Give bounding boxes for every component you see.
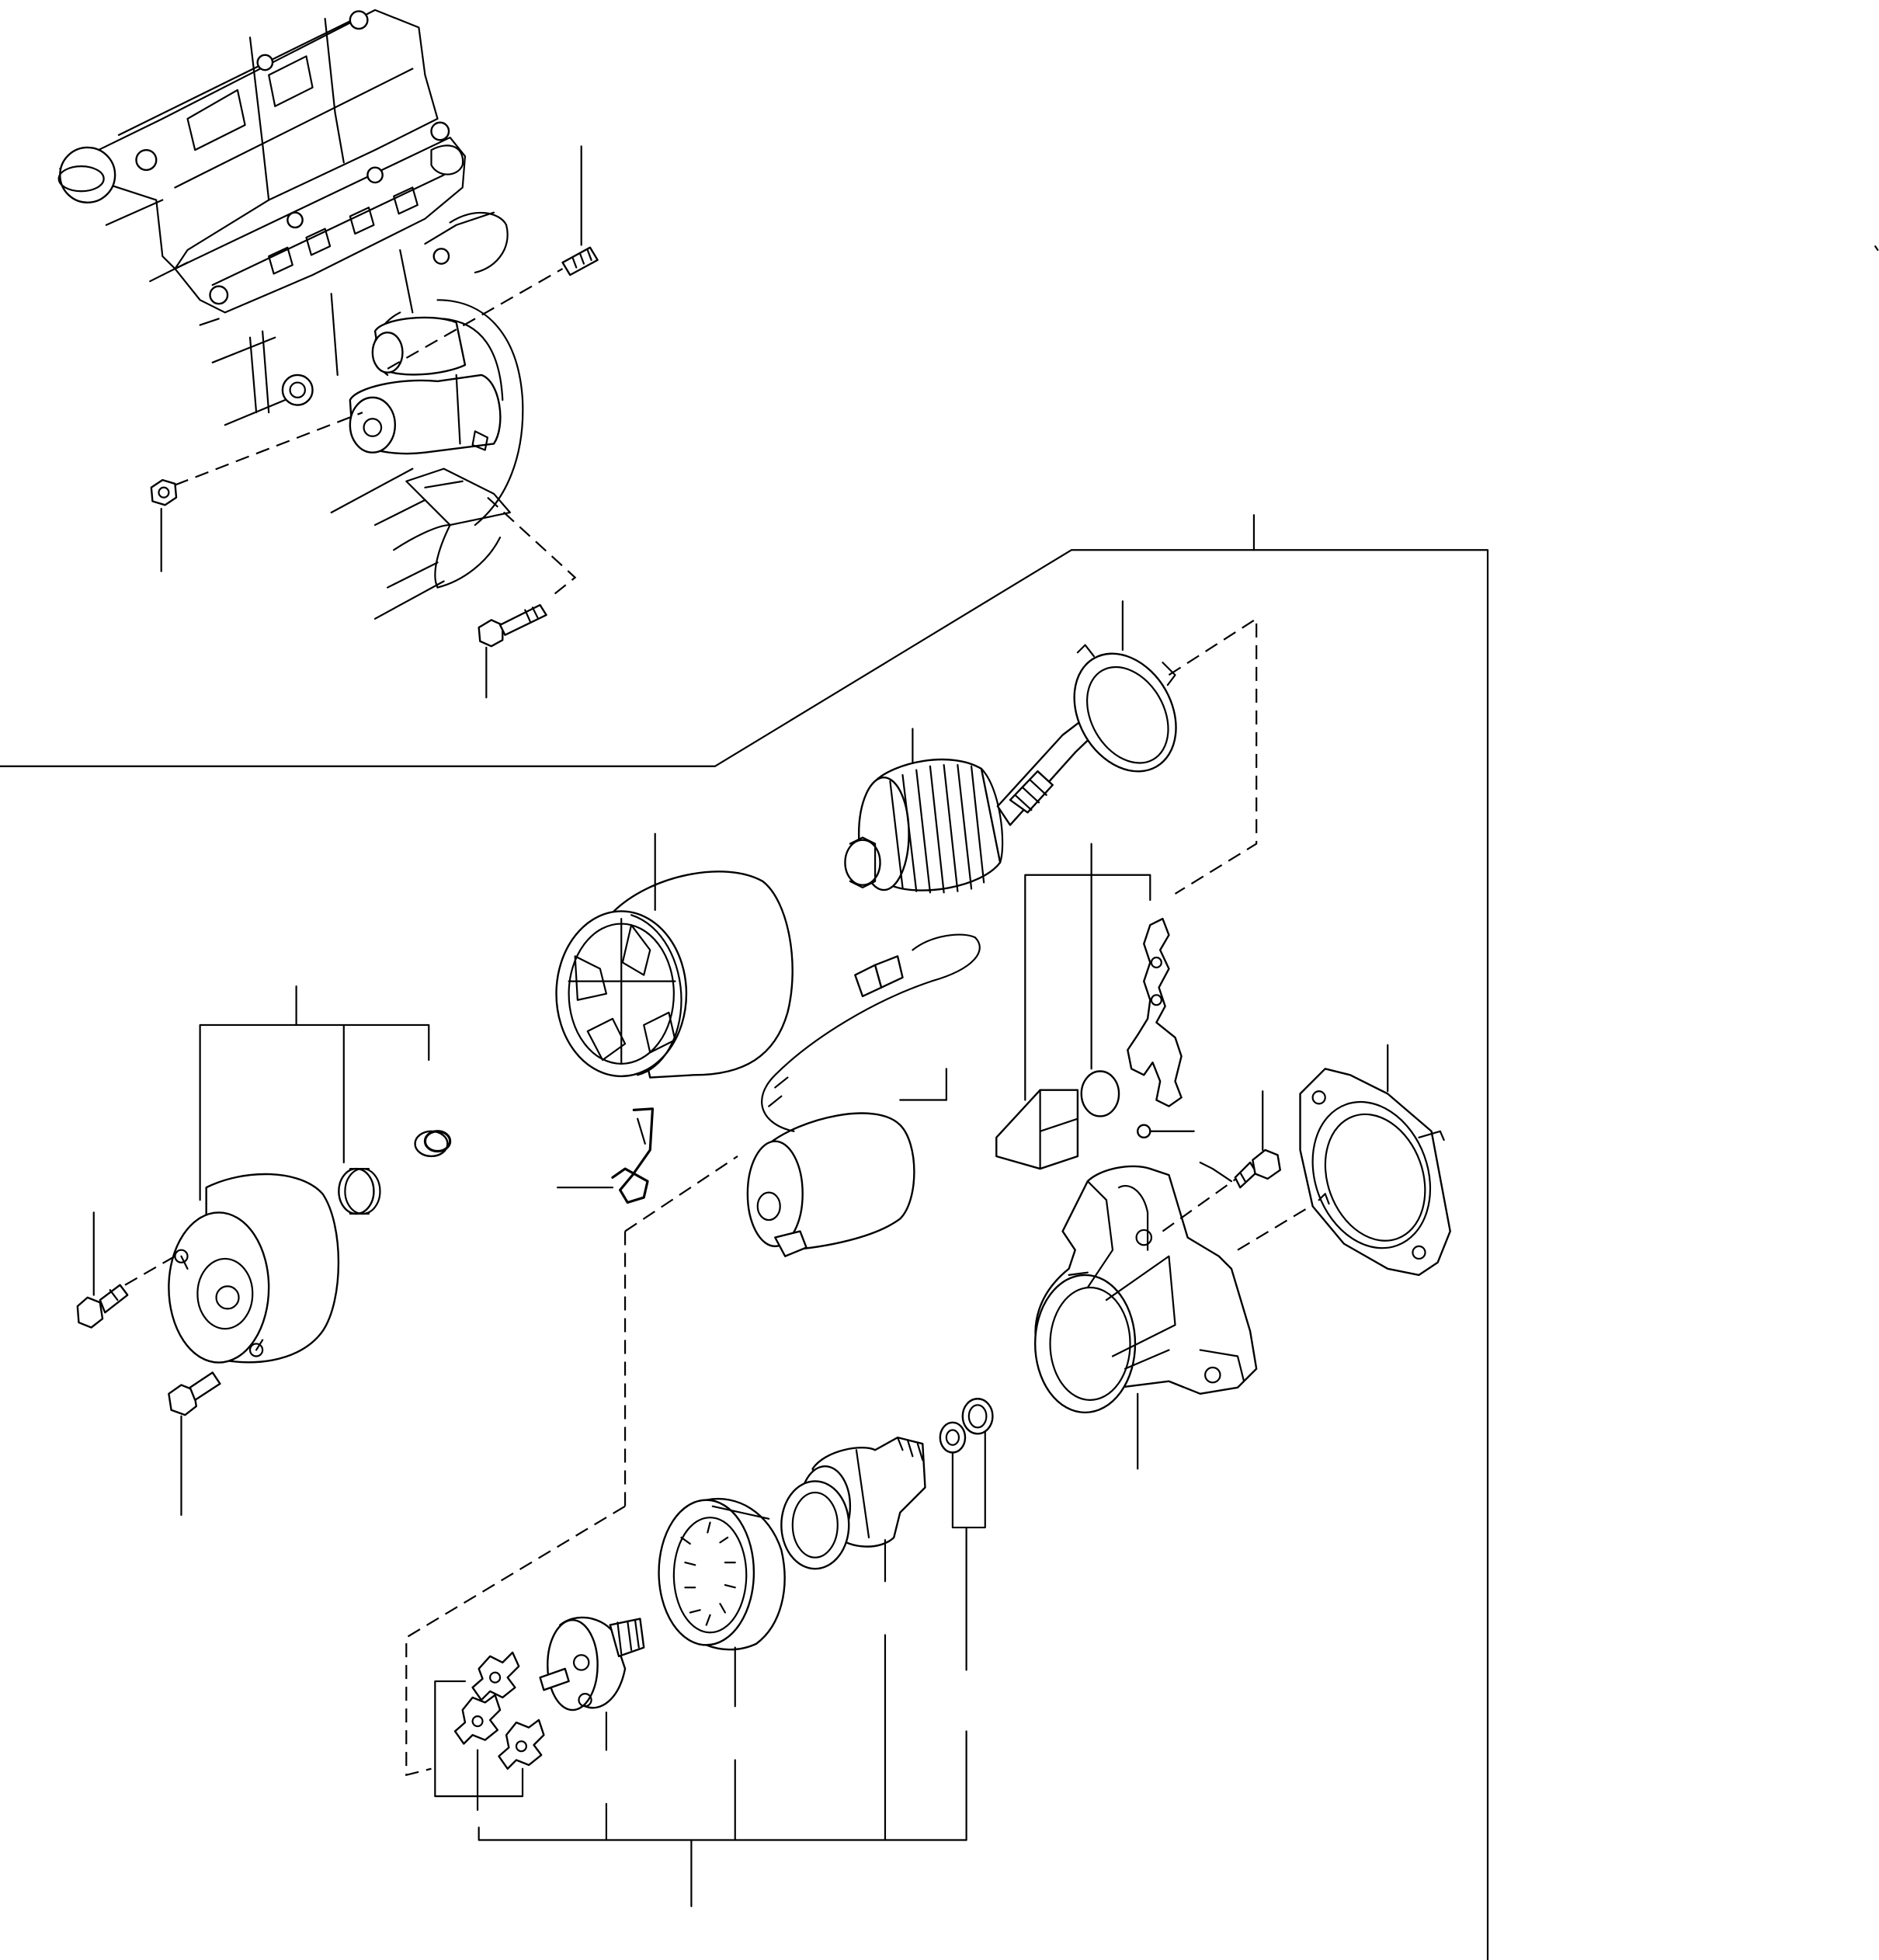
mounting-bolt [479,605,547,697]
armature [845,706,1110,892]
through-bolt-lower [168,1372,220,1515]
internal-gear [659,1499,785,1706]
edge-mark [1875,246,1877,250]
planetary-set-bracket [479,1635,967,1906]
rear-cover-group [168,986,450,1363]
solenoid-magnetic-switch [748,935,980,1256]
brush-holder-group [996,844,1193,1169]
engine-block-drawing [59,10,523,619]
hex-nut [151,480,176,572]
field-coil-yoke [557,834,793,1078]
drive-end-housing [1035,1166,1256,1468]
washer-pair [940,1399,993,1670]
through-bolt-upper [78,1212,127,1327]
overrunning-clutch [781,1437,925,1581]
assembly-boundary [0,515,1488,1960]
commutator-end-plate [1054,601,1197,790]
stud-bolt [563,146,598,275]
adaptor-plate [1293,1045,1450,1275]
housing-bolt [1200,1091,1280,1187]
brush-spring [557,1109,652,1203]
planet-carrier-shaft [540,1618,644,1750]
planet-gears [435,1652,544,1810]
